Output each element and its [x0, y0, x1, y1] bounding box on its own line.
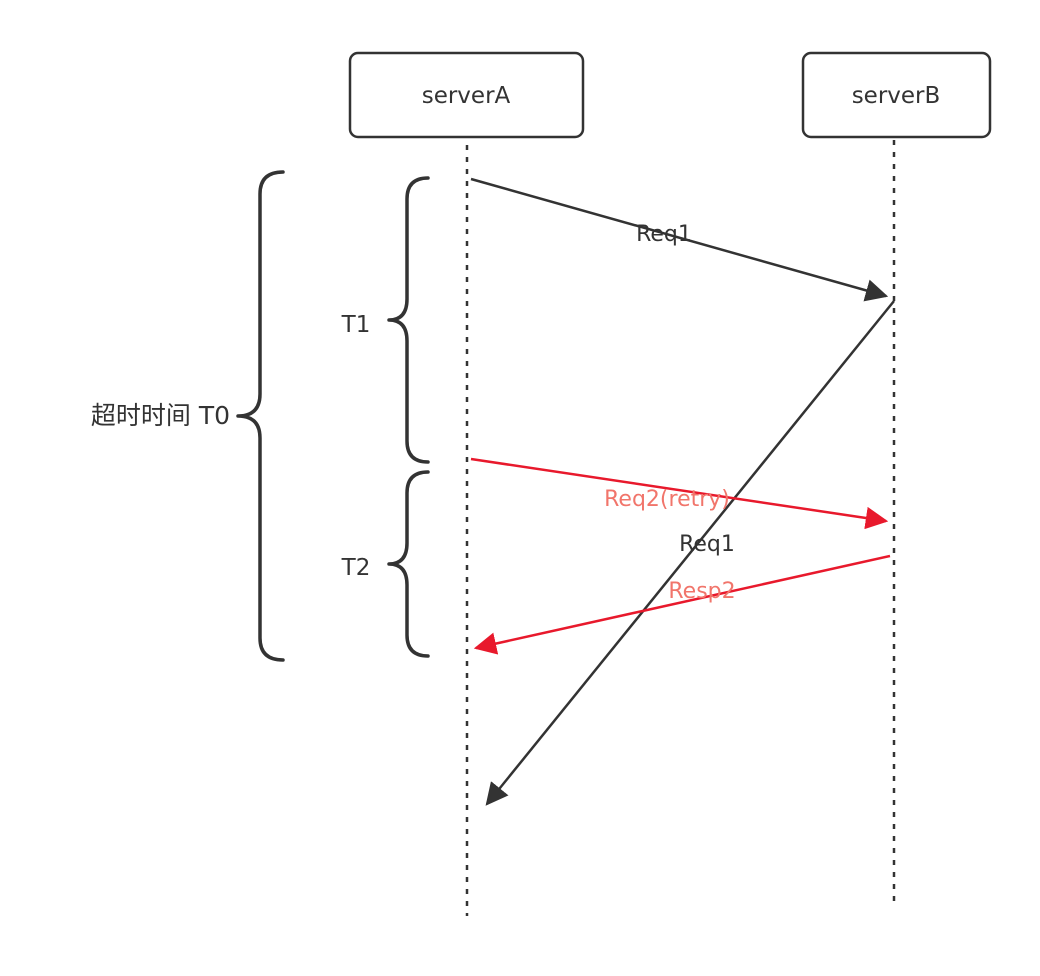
node-serverB-label: serverB	[852, 83, 941, 109]
label-req2-retry: Req2(retry)	[604, 487, 730, 512]
label-resp2: Resp2	[668, 579, 735, 604]
brace-timeout-t0	[236, 170, 285, 662]
label-req1-response: Req1	[679, 532, 735, 557]
label-timeout-t0: 超时时间 T0	[91, 401, 230, 430]
arrow-req1	[470, 177, 889, 302]
node-serverA-box	[348, 51, 585, 139]
node-serverB: serverB	[801, 51, 992, 139]
node-serverA: serverA	[348, 51, 585, 139]
arrow-req2-retry	[470, 457, 889, 530]
arrow-req1-response	[485, 300, 895, 806]
label-t2: T2	[341, 555, 371, 581]
node-serverB-box	[801, 51, 992, 139]
brace-t2	[387, 470, 430, 658]
label-t1: T1	[341, 312, 371, 338]
brace-t1	[387, 176, 430, 464]
label-req1: Req1	[636, 222, 692, 247]
arrow-resp2	[473, 554, 891, 655]
node-serverA-label: serverA	[422, 83, 511, 109]
